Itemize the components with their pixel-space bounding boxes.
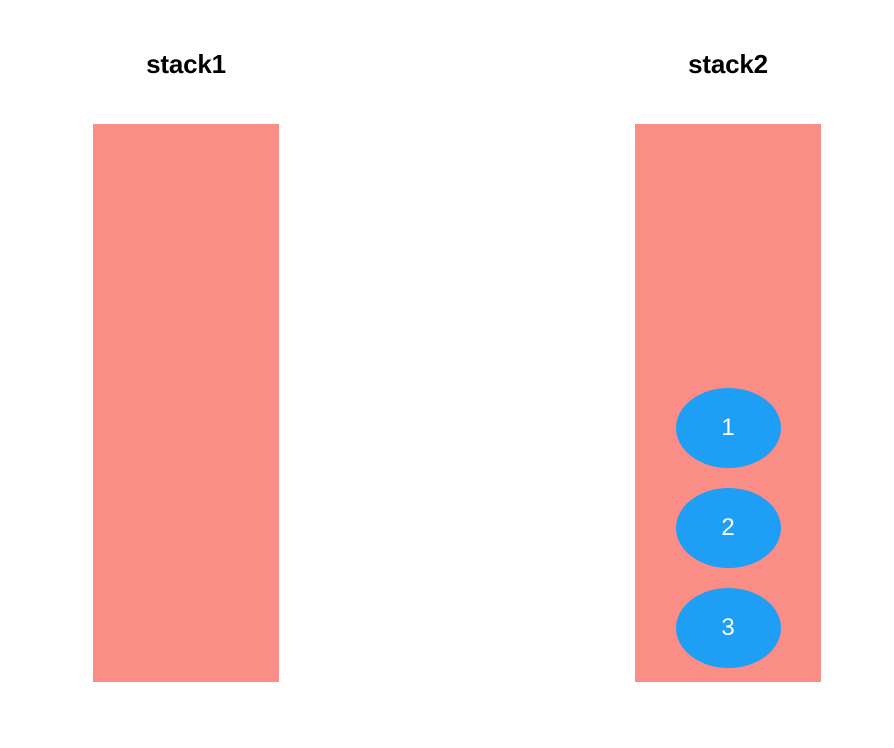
stack-container-stack1[interactable] bbox=[93, 124, 279, 682]
stack-group-stack2: stack2 3 2 1 bbox=[635, 0, 821, 748]
stack-container-stack2[interactable]: 3 2 1 bbox=[635, 124, 821, 682]
stack-items-stack1 bbox=[93, 668, 279, 682]
stack-label-stack2: stack2 bbox=[688, 49, 768, 79]
stack-group-stack1: stack1 bbox=[93, 0, 279, 748]
stack-item-label: 2 bbox=[721, 514, 735, 541]
stack-item[interactable]: 2 bbox=[675, 488, 781, 568]
stack-item-label: 3 bbox=[721, 614, 735, 641]
stack-item[interactable]: 3 bbox=[675, 588, 781, 668]
stack-items-stack2: 3 2 1 bbox=[635, 368, 821, 682]
stack-label-stack1: stack1 bbox=[146, 49, 226, 79]
stack-item[interactable]: 1 bbox=[675, 388, 781, 468]
stack-item-label: 1 bbox=[721, 414, 735, 441]
